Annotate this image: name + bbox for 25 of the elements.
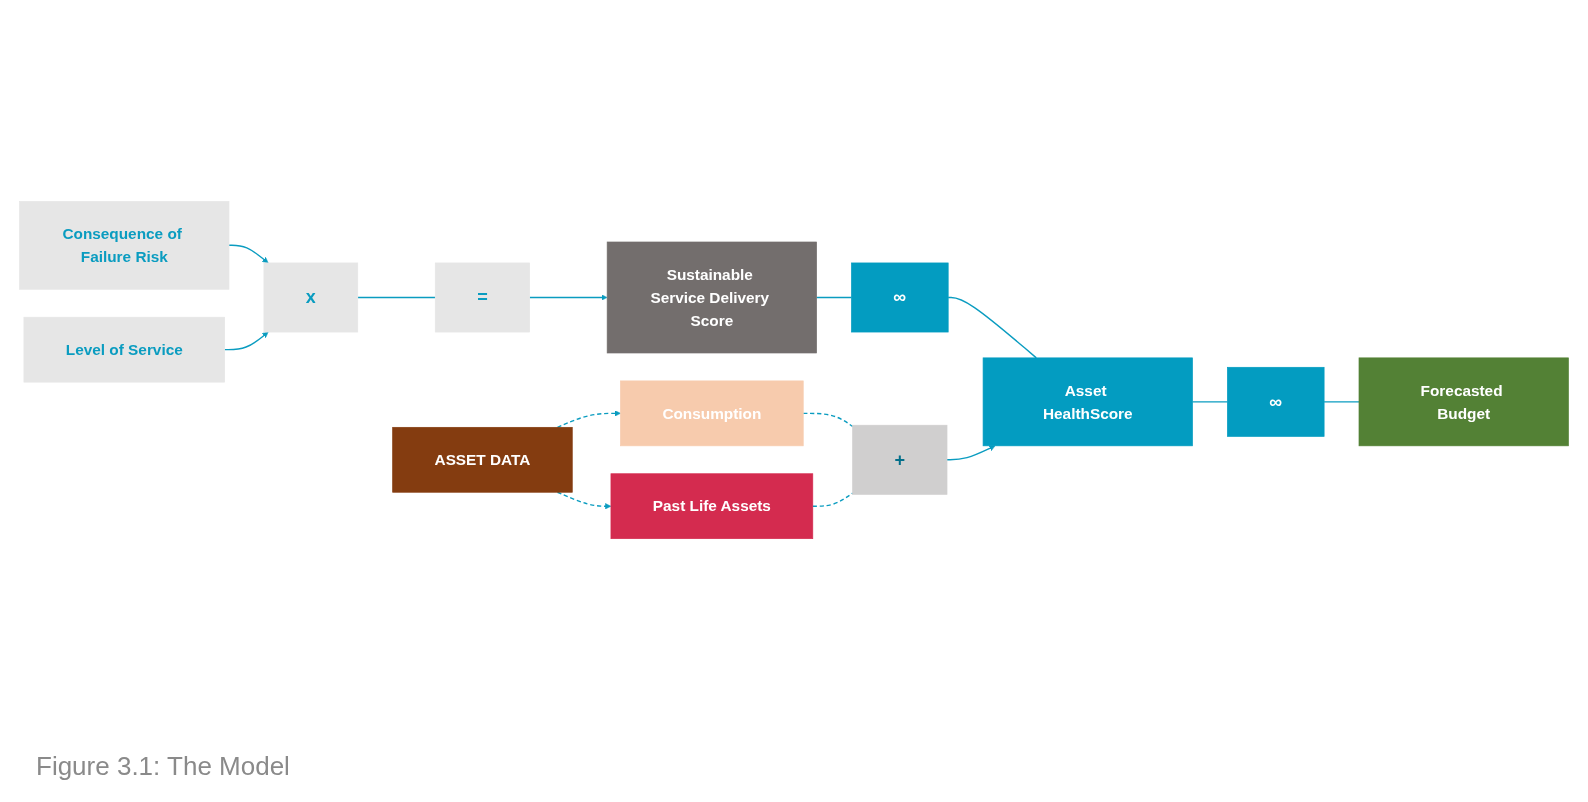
- connector: [1191, 401, 1229, 403]
- node-box: =: [434, 262, 530, 333]
- node-box: Level of Service: [23, 316, 225, 383]
- node-box: ∞: [1227, 366, 1325, 437]
- arrow: [228, 244, 269, 264]
- node-box: ∞: [851, 262, 949, 333]
- node-box: Forecasted Budget: [1358, 357, 1569, 447]
- figure-caption: Figure 3.1: The Model: [36, 751, 290, 782]
- node-box: Consequence of Failure Risk: [19, 201, 230, 290]
- node-box: Past Life Assets: [610, 473, 814, 539]
- node-box: ASSET DATA: [392, 426, 573, 493]
- arrow: [528, 294, 608, 301]
- arrow: [946, 445, 996, 461]
- arrow: [223, 331, 269, 351]
- connector: [357, 296, 436, 299]
- node-box: Sustainable Service Delivery Score: [606, 241, 817, 354]
- connector: [802, 412, 854, 428]
- arrow: [556, 410, 621, 429]
- connector: [815, 296, 853, 299]
- node-box: +: [852, 424, 948, 495]
- connector: [947, 296, 1037, 359]
- node-box: Consumption: [620, 380, 804, 447]
- node-box: x: [263, 262, 359, 333]
- node-box: Asset HealthScore: [982, 357, 1193, 447]
- connector: [1323, 401, 1360, 403]
